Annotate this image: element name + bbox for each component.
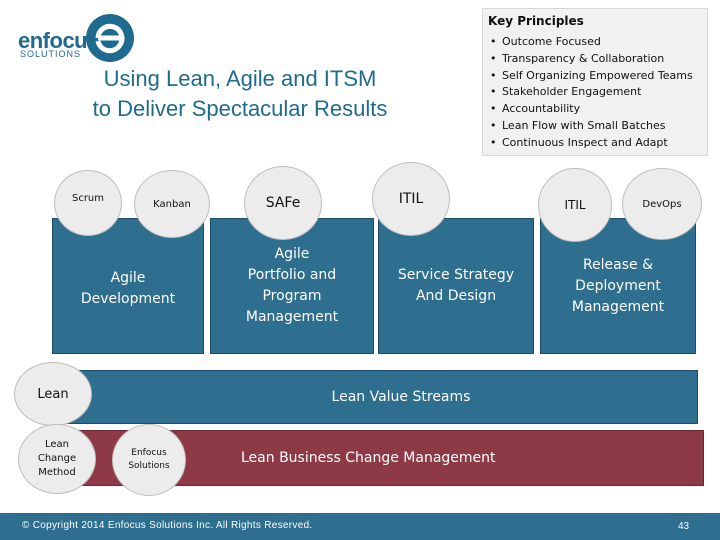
principle-item: Accountability — [490, 101, 693, 118]
key-principles-title: Key Principles — [488, 14, 584, 28]
principle-item: Stakeholder Engagement — [490, 84, 693, 101]
slide-title: Using Lean, Agile and ITSM to Deliver Sp… — [20, 64, 460, 124]
release-management-line: Management — [571, 298, 665, 315]
agile-portfolio-box: Agile Portfolio and Program Management — [210, 218, 374, 354]
lean-business-change-label: Lean Business Change Management — [241, 450, 496, 466]
page-number: 43 — [678, 521, 690, 532]
slide-title-line-2: to Deliver Spectacular Results — [92, 96, 388, 121]
logo-e-icon — [86, 14, 134, 62]
agile-portfolio-line: Management — [245, 309, 339, 325]
kanban-circle: Kanban — [134, 170, 210, 238]
lean-change-method-circle: Lean Change Method — [18, 424, 96, 494]
enfocus-solutions-circle: Enfocus Solutions — [112, 424, 186, 496]
key-principles-list: Outcome Focused Transparency & Collabora… — [490, 34, 693, 152]
footer-bar: © Copyright 2014 Enfocus Solutions Inc. … — [0, 513, 720, 540]
logo-subtitle: SOLUTIONS — [20, 49, 82, 59]
agile-portfolio-line: Program — [262, 288, 322, 304]
logo-wordmark: enfocus — [18, 28, 99, 53]
agile-portfolio-line: Portfolio and — [247, 267, 337, 283]
devops-circle: DevOps — [622, 168, 702, 240]
scrum-label: Scrum — [71, 192, 105, 204]
service-strategy-line: And Design — [415, 288, 497, 304]
agile-portfolio-line: Agile — [274, 246, 310, 262]
service-strategy-box: Service Strategy And Design — [378, 218, 534, 354]
principle-item: Continuous Inspect and Adapt — [490, 135, 693, 152]
scrum-circle: Scrum — [54, 170, 122, 236]
lean-change-line: Lean — [44, 439, 69, 450]
agile-development-box: Agile Development — [52, 218, 204, 354]
agile-development-line: Agile — [110, 270, 146, 286]
itil-circle-release: ITIL — [538, 168, 612, 242]
enfocus-line: Solutions — [128, 461, 170, 471]
itil-release-label: ITIL — [564, 198, 586, 212]
lean-circle: Lean — [14, 362, 92, 426]
principle-item: Transparency & Collaboration — [490, 51, 693, 68]
principle-item: Lean Flow with Small Batches — [490, 118, 693, 135]
enfocus-line: Enfocus — [131, 448, 167, 458]
agile-development-line: Development — [80, 291, 176, 307]
principle-item: Outcome Focused — [490, 34, 693, 51]
service-strategy-line: Service Strategy — [397, 267, 515, 283]
release-management-line: Deployment — [575, 277, 661, 294]
lean-value-streams-label: Lean Value Streams — [331, 389, 471, 405]
lean-change-line: Change — [37, 453, 77, 464]
safe-circle: SAFe — [244, 166, 322, 240]
kanban-label: Kanban — [153, 198, 191, 210]
itil-circle: ITIL — [372, 162, 450, 236]
devops-label: DevOps — [642, 198, 682, 210]
itil-label: ITIL — [398, 191, 424, 207]
release-management-line: Release & — [582, 256, 654, 273]
lean-change-line: Method — [38, 467, 76, 478]
footer-copyright: © Copyright 2014 Enfocus Solutions Inc. … — [22, 520, 313, 531]
slide-title-line-1: Using Lean, Agile and ITSM — [103, 66, 377, 91]
lean-label: Lean — [37, 386, 69, 402]
safe-label: SAFe — [265, 195, 301, 211]
principle-item: Self Organizing Empowered Teams — [490, 68, 693, 85]
lean-value-streams-bar: Lean Value Streams — [64, 370, 698, 424]
